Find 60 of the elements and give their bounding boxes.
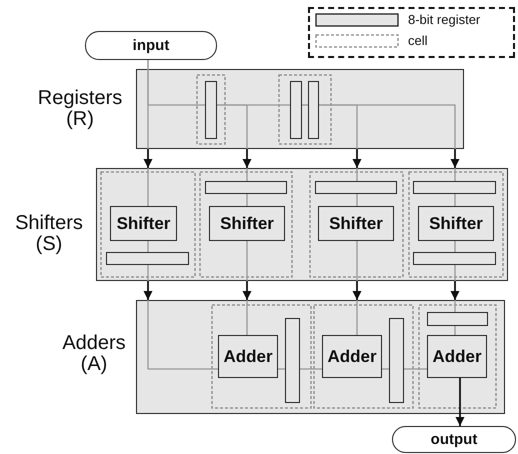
register-bar <box>427 312 488 326</box>
wire <box>147 300 218 370</box>
arrow <box>456 378 464 426</box>
wire <box>454 194 456 206</box>
wire <box>278 368 285 370</box>
register-bar <box>413 181 496 194</box>
arrow <box>242 281 252 300</box>
wire <box>147 60 149 149</box>
register-bar <box>315 181 397 194</box>
wire <box>246 194 248 206</box>
legend-text: 8-bit register <box>408 12 480 27</box>
function-box: Shifter <box>209 206 285 241</box>
register-bar <box>308 81 319 139</box>
wire <box>454 168 456 181</box>
legend-text: cell <box>408 33 428 48</box>
wire <box>356 241 358 281</box>
stage-label: Registers (R) <box>36 88 124 130</box>
function-box: Shifter <box>418 206 494 241</box>
arrow <box>352 281 362 300</box>
register-bar <box>285 318 300 403</box>
wire <box>302 104 308 106</box>
wire <box>246 241 248 281</box>
wire <box>356 300 358 335</box>
wire <box>356 194 358 206</box>
arrow <box>352 149 362 168</box>
register-bar <box>290 81 302 139</box>
wire <box>404 368 427 370</box>
wire <box>147 241 149 252</box>
stage-label: Adders (A) <box>61 333 127 375</box>
arrow <box>144 281 152 300</box>
register-bar <box>205 81 217 139</box>
function-box: Adder <box>322 335 382 378</box>
terminal-pill: input <box>85 31 217 60</box>
wire <box>217 104 248 149</box>
wire <box>319 104 456 149</box>
register-bar <box>205 181 287 194</box>
wire <box>147 265 149 281</box>
wire <box>382 368 389 370</box>
wire <box>356 168 358 181</box>
wire <box>454 265 456 281</box>
terminal-pill: output <box>392 426 516 453</box>
wire <box>147 168 149 206</box>
function-box: Adder <box>427 335 487 378</box>
register-bar <box>413 252 496 265</box>
register-bar <box>106 252 189 265</box>
arrow <box>450 149 460 168</box>
wire <box>454 241 456 252</box>
stage-label: Shifters (S) <box>14 213 84 255</box>
function-box: Adder <box>218 335 278 378</box>
wire <box>454 300 456 312</box>
function-box: Shifter <box>110 206 177 241</box>
wire <box>300 368 322 370</box>
arrow <box>242 149 252 168</box>
wire <box>246 300 248 335</box>
arrow <box>450 281 460 300</box>
arrow <box>144 149 152 168</box>
wire <box>246 168 248 181</box>
function-box: Shifter <box>318 206 394 241</box>
wire <box>454 326 456 335</box>
register-bar <box>389 318 404 403</box>
